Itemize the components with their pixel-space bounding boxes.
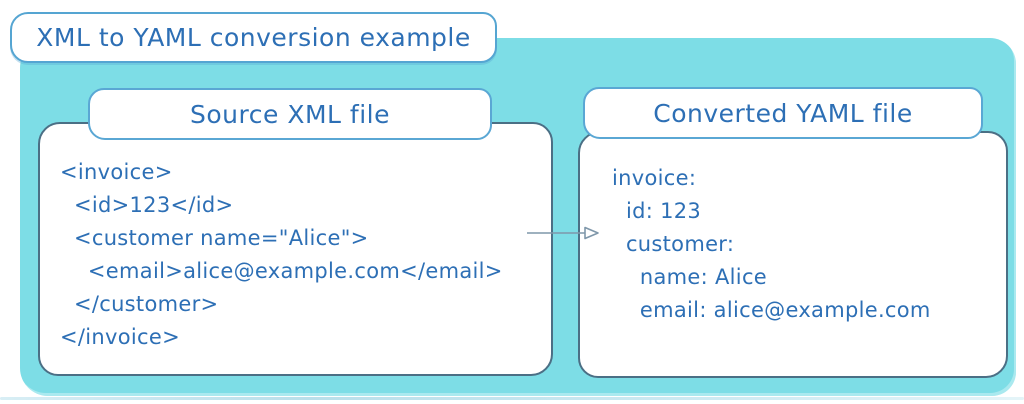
code-line: <email>alice@example.com</email> bbox=[60, 259, 503, 283]
code-line: <customer name="Alice"> bbox=[60, 226, 369, 250]
source-xml-panel bbox=[38, 122, 553, 376]
converted-yaml-panel bbox=[578, 131, 1008, 378]
source-xml-header-label: Source XML file bbox=[190, 99, 390, 129]
converted-yaml-header-box: Converted YAML file bbox=[583, 87, 983, 139]
source-xml-header-box: Source XML file bbox=[88, 88, 492, 140]
code-line: id: 123 bbox=[612, 199, 702, 223]
code-line: <id>123</id> bbox=[60, 193, 234, 217]
code-line: invoice: bbox=[612, 166, 697, 190]
arrow-right-icon bbox=[526, 225, 600, 241]
converted-yaml-code: invoice: id: 123 customer: name: Alice e… bbox=[612, 162, 931, 327]
diagram-title-box: XML to YAML conversion example bbox=[10, 12, 497, 63]
code-line: email: alice@example.com bbox=[612, 298, 931, 322]
code-line: customer: bbox=[612, 232, 735, 256]
diagram-title: XML to YAML conversion example bbox=[36, 23, 471, 52]
converted-yaml-header-label: Converted YAML file bbox=[653, 98, 913, 128]
code-line: </customer> bbox=[60, 292, 219, 316]
code-line: name: Alice bbox=[612, 265, 768, 289]
code-line: </invoice> bbox=[60, 325, 180, 349]
code-line: <invoice> bbox=[60, 160, 173, 184]
source-xml-code: <invoice> <id>123</id> <customer name="A… bbox=[60, 156, 503, 354]
hand-drawn-bottom-stroke bbox=[0, 397, 1024, 400]
